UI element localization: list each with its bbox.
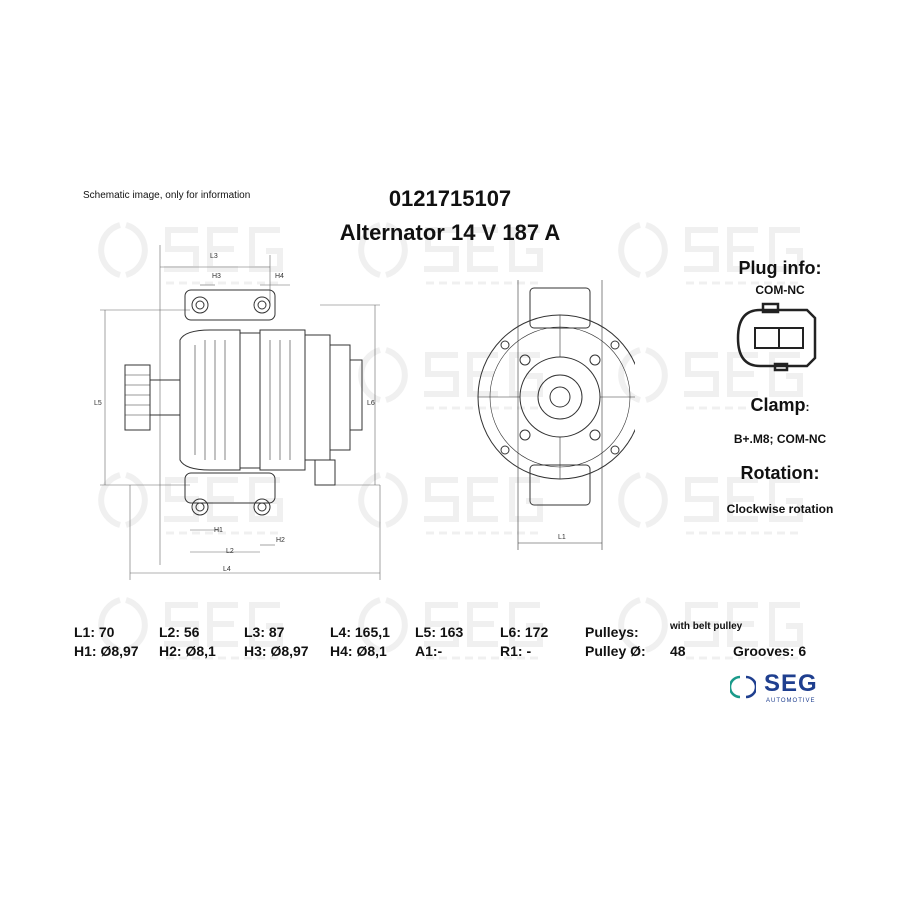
spec-grooves: Grooves: 6 — [733, 643, 807, 659]
seg-automotive-logo: SEG AUTOMOTIVE — [730, 670, 830, 708]
logo-text: SEG — [764, 670, 818, 697]
dim-label-l2: L2 — [226, 548, 234, 555]
spec-a1: A1:- — [415, 643, 443, 659]
clamp-heading-text: Clamp — [750, 395, 806, 415]
clamp-heading: Clamp: — [700, 395, 860, 416]
dim-label-h3: H3 — [212, 273, 221, 280]
rotation-value: Clockwise rotation — [726, 502, 834, 516]
spec-l2: L2: 56 — [159, 624, 200, 640]
dim-label-l3: L3 — [210, 253, 218, 260]
side-view-drawing — [100, 245, 381, 580]
dim-label-h1: H1 — [214, 527, 223, 534]
spec-h3: H3: Ø8,97 — [244, 643, 309, 659]
dim-label-l6: L6 — [367, 400, 375, 407]
product-title: Alternator 14 V 187 A — [339, 220, 561, 245]
spec-l6: L6: 172 — [500, 624, 549, 640]
spec-pulleys-value: with belt pulley — [670, 621, 743, 632]
logo-ring-icon — [730, 675, 756, 699]
spec-r1: R1: - — [500, 643, 532, 659]
plug-connector-icon — [736, 302, 817, 372]
spec-h4: H4: Ø8,1 — [330, 643, 387, 659]
spec-pulley-diameter: 48 — [670, 643, 686, 659]
plug-info-heading: Plug info: — [738, 258, 822, 278]
spec-l1: L1: 70 — [74, 624, 115, 640]
dim-label-l4: L4 — [223, 566, 231, 573]
dim-label-l5: L5 — [94, 400, 102, 407]
spec-h2: H2: Ø8,1 — [159, 643, 216, 659]
clamp-value: B+.M8; COM-NC — [733, 432, 827, 446]
dim-label-l1: L1 — [558, 534, 566, 541]
clamp-heading-colon: : — [805, 400, 810, 414]
spec-l5: L5: 163 — [415, 624, 464, 640]
spec-h1: H1: Ø8,97 — [74, 643, 139, 659]
front-view-drawing — [477, 280, 635, 550]
spec-l4: L4: 165,1 — [330, 624, 390, 640]
spec-l3: L3: 87 — [244, 624, 285, 640]
dim-label-h4: H4 — [275, 273, 284, 280]
part-number: 0121715107 — [388, 186, 512, 211]
dim-label-h2: H2 — [276, 537, 285, 544]
spec-pulleys-label: Pulleys: — [585, 624, 639, 640]
rotation-heading: Rotation: — [740, 463, 820, 483]
logo-subtext: AUTOMOTIVE — [766, 698, 816, 704]
plug-info-value: COM-NC — [755, 283, 805, 297]
spec-pulley-diameter-label: Pulley Ø: — [585, 643, 646, 659]
disclaimer-note: Schematic image, only for information — [83, 190, 251, 201]
